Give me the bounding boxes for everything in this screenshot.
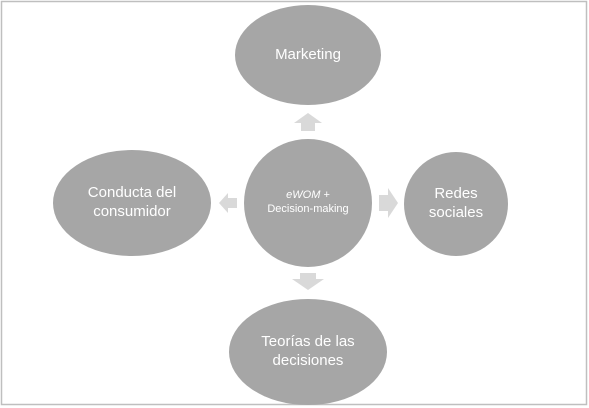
node-center-ewom xyxy=(244,139,372,267)
node-center-text-2: Decision-making xyxy=(267,203,349,215)
node-center-text-1: eWOM + xyxy=(286,189,330,202)
node-top-marketing xyxy=(235,5,381,105)
arrow-left xyxy=(219,193,237,213)
node-left-text-2: consumidor xyxy=(93,203,171,220)
node-bottom-label: Teorías de las decisiones xyxy=(229,299,387,405)
arrow-up xyxy=(294,113,322,131)
node-center-label: eWOM + Decision-making xyxy=(244,139,372,267)
node-bottom-text-2: decisiones xyxy=(272,352,344,369)
node-right-redes xyxy=(404,152,508,256)
arrow-right xyxy=(379,188,398,218)
node-right-text-2: sociales xyxy=(428,204,484,221)
node-right-label: Redes sociales xyxy=(404,152,508,256)
node-bottom-text-1: Teorías de las xyxy=(261,333,355,351)
node-right-text-1: Redes xyxy=(434,185,478,203)
node-top-label: Marketing xyxy=(235,5,381,105)
node-left-label: Conducta del consumidor xyxy=(53,150,211,256)
arrow-down xyxy=(292,273,324,290)
node-bottom-teorias xyxy=(229,299,387,405)
node-left-conducta xyxy=(53,150,211,256)
node-left-text-1: Conducta del xyxy=(87,184,177,202)
node-top-text: Marketing xyxy=(275,45,341,63)
